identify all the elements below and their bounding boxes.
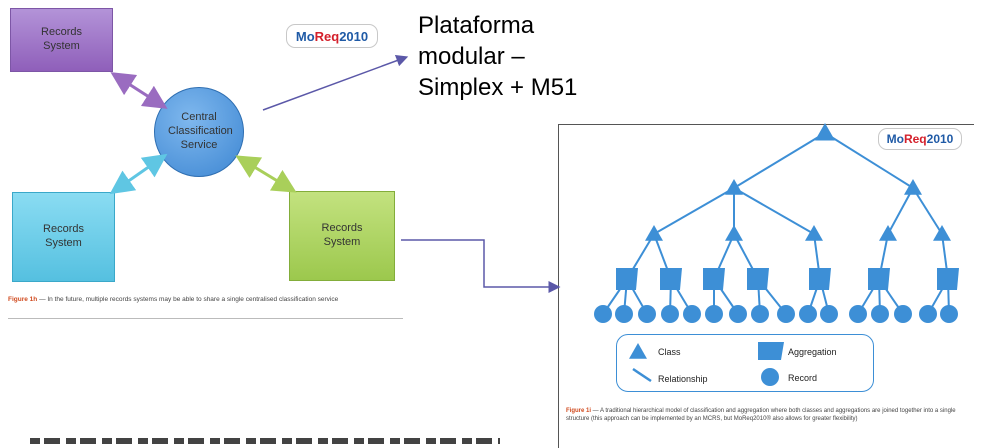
records-system-box-top-left: Records System	[10, 8, 113, 72]
tree-relationship-line	[912, 187, 943, 235]
legend-record-label: Record	[788, 373, 818, 383]
record-node	[919, 305, 937, 323]
tree-relationship-line	[824, 132, 914, 189]
connector-arrow-to-figure	[401, 239, 561, 293]
records-system-box-bottom-right: Records System	[289, 191, 395, 281]
records-system-box-bottom-left: Records System	[12, 192, 115, 282]
record-node	[661, 305, 679, 323]
left-figure-caption: Figure 1h — In the future, multiple reco…	[8, 296, 339, 303]
heading-line-2: modular –	[418, 43, 525, 70]
class-node	[879, 225, 897, 241]
heading-line-1: Plataforma	[418, 12, 535, 39]
record-node	[705, 305, 723, 323]
record-node	[729, 305, 747, 323]
record-node	[683, 305, 701, 323]
cutoff-text-fragment	[30, 438, 500, 444]
record-node	[777, 305, 795, 323]
central-classification-service-node: Central Classification Service	[154, 87, 244, 177]
double-arrow-purple	[110, 72, 168, 109]
aggregation-node	[616, 268, 638, 290]
record-node	[638, 305, 656, 323]
legend-record-symbol	[761, 368, 779, 386]
tree-relationship-line	[733, 132, 826, 189]
class-node	[645, 225, 663, 241]
record-node	[849, 305, 867, 323]
legend-box	[616, 334, 874, 392]
aggregation-node	[747, 268, 769, 290]
legend-class-symbol	[629, 343, 647, 359]
legend-class-label: Class	[658, 347, 681, 357]
heading-line-3: Simplex + M51	[418, 74, 578, 101]
double-arrow-cyan	[109, 153, 168, 195]
central-classification-label: Central Classification Service	[168, 111, 233, 151]
record-node	[799, 305, 817, 323]
record-node	[894, 305, 912, 323]
aggregation-node	[868, 268, 890, 290]
records-system-label: Records System	[41, 26, 82, 52]
double-arrow-green	[235, 155, 297, 193]
record-node	[871, 305, 889, 323]
class-node	[725, 179, 743, 195]
record-node	[594, 305, 612, 323]
records-system-label: Records System	[43, 223, 84, 249]
class-node	[805, 225, 823, 241]
tree-relationship-line	[887, 187, 914, 235]
record-node	[820, 305, 838, 323]
class-node	[933, 225, 951, 241]
tree-relationship-line	[653, 187, 735, 235]
aggregation-node	[809, 268, 831, 290]
tree-relationship-line	[733, 187, 815, 235]
aggregation-node	[703, 268, 725, 290]
legend-aggregation-label: Aggregation	[788, 347, 837, 357]
caption-rule	[8, 318, 403, 319]
class-node-root	[815, 123, 835, 141]
record-node	[751, 305, 769, 323]
connector-arrow-to-heading	[262, 54, 409, 111]
legend-relationship-label: Relationship	[658, 374, 708, 384]
record-node	[615, 305, 633, 323]
class-node	[904, 179, 922, 195]
records-system-label: Records System	[321, 222, 363, 248]
record-node	[940, 305, 958, 323]
right-figure-caption: Figure 1i — A traditional hierarchical m…	[566, 408, 956, 423]
legend-relationship-symbol	[632, 367, 652, 383]
class-node	[725, 225, 743, 241]
aggregation-node	[660, 268, 682, 290]
legend-aggregation-symbol	[758, 342, 784, 360]
aggregation-node	[937, 268, 959, 290]
